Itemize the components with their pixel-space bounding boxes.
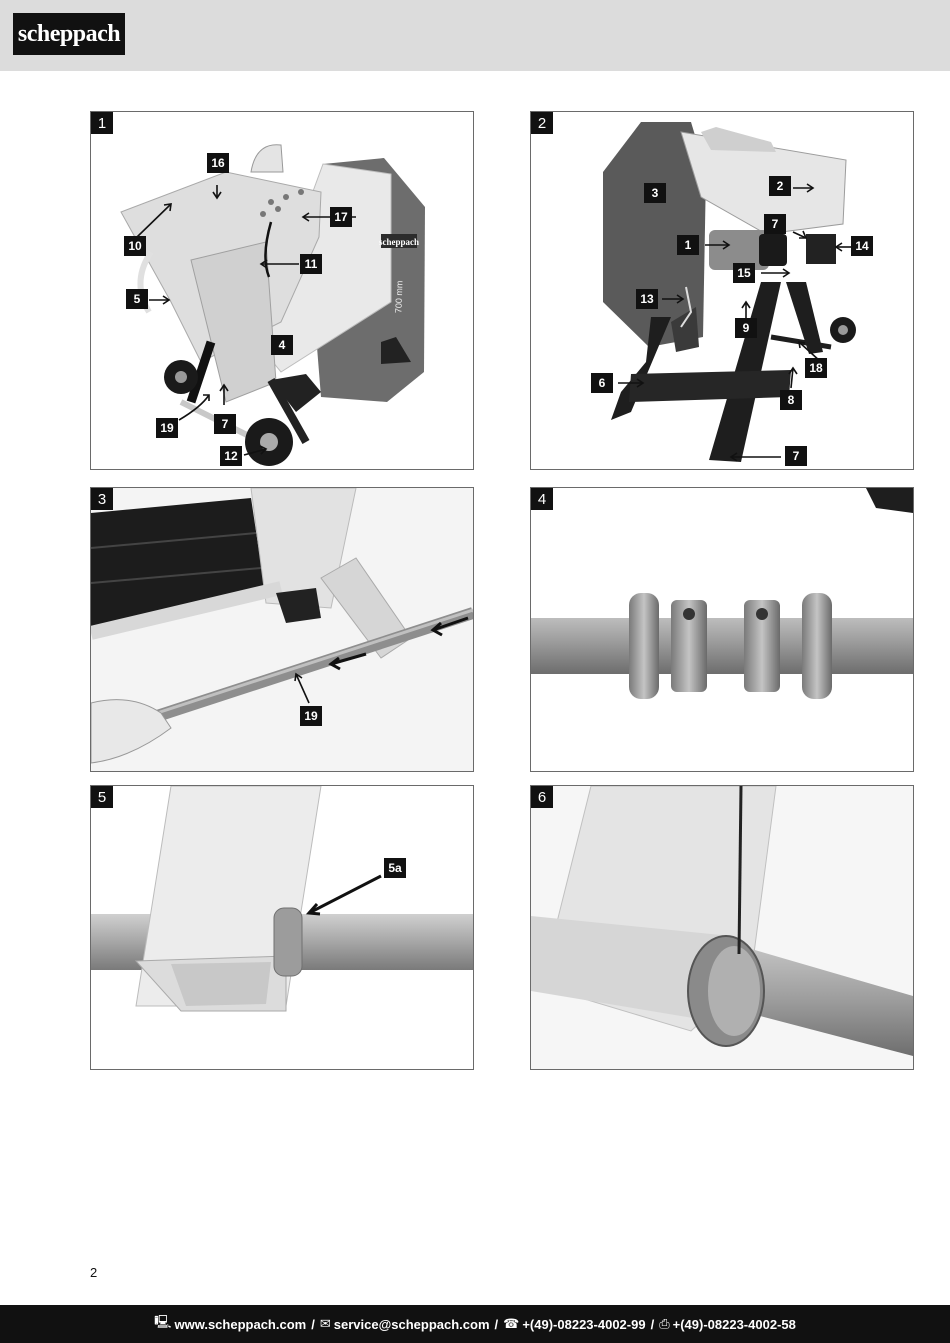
collar-detail-photo bbox=[91, 786, 473, 1012]
figure-6: 6 bbox=[530, 785, 914, 1070]
fax-number: +(49)-08223-4002-58 bbox=[672, 1316, 796, 1332]
callout-label: 13 bbox=[636, 289, 658, 309]
callout-label: 16 bbox=[207, 153, 229, 173]
figure-2: 2 3 2 7 1 14 15 13 9 bbox=[530, 111, 914, 470]
callout-label: 15 bbox=[733, 263, 755, 283]
callout-label: 5a bbox=[384, 858, 406, 878]
figure-number: 5 bbox=[91, 786, 113, 808]
figure-number: 6 bbox=[531, 786, 553, 808]
website-link[interactable]: www.scheppach.com bbox=[174, 1316, 307, 1332]
page-header: scheppach bbox=[0, 0, 950, 71]
hex-key-tightening-photo bbox=[531, 786, 913, 1069]
figure-number: 2 bbox=[531, 112, 553, 134]
callout-label: 14 bbox=[851, 236, 873, 256]
figure-1: 1 scheppach 700 mm 16 17 10 11 bbox=[90, 111, 474, 470]
separator: / bbox=[494, 1316, 499, 1332]
phone-number: +(49)-08223-4002-99 bbox=[522, 1316, 646, 1332]
callout-label: 10 bbox=[124, 236, 146, 256]
callout-label: 4 bbox=[271, 335, 293, 355]
brand-plate: scheppach bbox=[379, 237, 419, 247]
email-link[interactable]: service@scheppach.com bbox=[333, 1316, 490, 1332]
fax-icon: ⎙ bbox=[659, 1316, 670, 1331]
phone-icon: ☎ bbox=[503, 1316, 520, 1331]
figure-4: 4 bbox=[530, 487, 914, 772]
figure-5: 5 5a bbox=[90, 785, 474, 1070]
callout-label: 9 bbox=[735, 318, 757, 338]
callout-label: 12 bbox=[220, 446, 242, 466]
callout-label: 5 bbox=[126, 289, 148, 309]
figure-number: 3 bbox=[91, 488, 113, 510]
callout-label: 2 bbox=[769, 176, 791, 196]
callout-label: 18 bbox=[805, 358, 827, 378]
separator: / bbox=[650, 1316, 655, 1332]
figure-3: 3 19 bbox=[90, 487, 474, 772]
page-number: 2 bbox=[90, 1265, 98, 1280]
callout-label: 3 bbox=[644, 183, 666, 203]
callout-label: 19 bbox=[156, 418, 178, 438]
callout-label: 7 bbox=[764, 214, 786, 234]
axle-insertion-photo bbox=[91, 488, 473, 771]
callout-label: 8 bbox=[780, 390, 802, 410]
envelope-icon: ✉ bbox=[319, 1316, 331, 1331]
figure-number: 1 bbox=[91, 112, 113, 134]
callout-label: 17 bbox=[330, 207, 352, 227]
scheppach-logo: scheppach bbox=[13, 13, 125, 55]
callout-label: 7 bbox=[214, 414, 236, 434]
contact-footer: 🖳 www.scheppach.com / ✉ service@scheppac… bbox=[0, 1305, 950, 1343]
callout-label: 7 bbox=[785, 446, 807, 466]
blade-size-text: 700 mm bbox=[393, 280, 404, 313]
callout-label: 11 bbox=[300, 254, 322, 274]
monitor-icon: 🖳 bbox=[154, 1314, 172, 1329]
separator: / bbox=[311, 1316, 315, 1332]
figure-number: 4 bbox=[531, 488, 553, 510]
callout-label: 19 bbox=[300, 706, 322, 726]
axle-collars-photo bbox=[531, 488, 913, 699]
callout-label: 6 bbox=[591, 373, 613, 393]
callout-label: 1 bbox=[677, 235, 699, 255]
saw-rear-illustration bbox=[603, 122, 856, 462]
saw-overview-illustration: scheppach 700 mm bbox=[120, 144, 425, 466]
